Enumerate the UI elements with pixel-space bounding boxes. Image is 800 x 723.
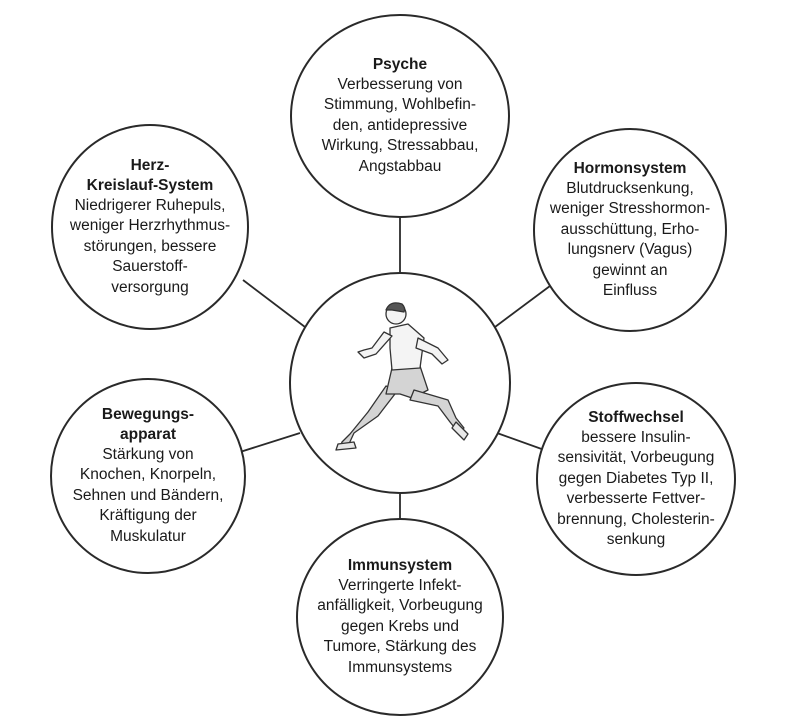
node-title: Herz-	[130, 156, 170, 174]
node-text-line: Einfluss	[602, 282, 658, 299]
node-text-line: weniger Stresshormon-	[549, 200, 711, 217]
node-stoffwechsel: Stoffwechsel bessere Insulin- sensivität…	[536, 382, 736, 576]
node-text-line: Immunsystems	[347, 658, 453, 676]
node-text-line: ausschüttung, Erho-	[560, 220, 700, 238]
node-psyche: Psyche Verbesserung von Stimmung, Wohlbe…	[290, 14, 510, 218]
node-text-line: Verbesserung von	[337, 75, 463, 93]
node-text-line: gegen Krebs und	[340, 617, 460, 635]
node-title: Immunsystem	[347, 556, 453, 574]
node-text-line: Sehnen und Bändern,	[72, 486, 224, 504]
node-text-line: weniger Herzrhythmus-	[69, 217, 231, 235]
node-text-line: gewinnt an	[592, 261, 668, 279]
node-text-line: Angstabbau	[358, 157, 442, 175]
node-text-line: versorgung	[111, 278, 189, 296]
connector-bewegungsapparat	[239, 432, 301, 453]
node-text-line: brennung, Cholesterin-	[557, 510, 715, 528]
node-text-line: anfälligkeit, Vorbeugung	[317, 597, 483, 615]
node-text-line: den, antidepressive	[332, 116, 468, 134]
node-text-line: Wirkung, Stressabbau,	[321, 137, 479, 155]
node-text-line: sensivität, Vorbeugung	[557, 449, 715, 466]
node-text-line: Verringerte Infekt-	[338, 576, 462, 594]
node-title: Kreislauf-System	[86, 176, 214, 194]
center-node	[289, 272, 511, 494]
node-hormonsystem: Hormonsystem Blutdrucksenkung, weniger S…	[533, 128, 727, 332]
node-text-line: senkung	[606, 531, 666, 548]
connector-hormonsystem	[494, 279, 559, 328]
node-text-line: lungsnerv (Vagus)	[567, 241, 693, 258]
node-text-line: Stärkung von	[102, 445, 194, 463]
node-text-line: Kräftigung der	[99, 507, 197, 525]
node-text-line: störungen, bessere	[83, 237, 217, 255]
node-text-line: Niedrigerer Ruhepuls,	[74, 196, 226, 214]
node-text-line: Muskulatur	[110, 527, 186, 545]
node-title: Stoffwechsel	[588, 408, 684, 426]
node-immunsystem: Immunsystem Verringerte Infekt- anfällig…	[296, 518, 504, 716]
node-text-line: gegen Diabetes Typ II,	[558, 469, 714, 487]
node-text-line: Stimmung, Wohlbefin-	[323, 96, 477, 114]
node-text-line: Sauerstoff-	[112, 258, 188, 276]
running-man-icon	[335, 302, 469, 451]
connector-herz-kreislauf	[242, 279, 306, 328]
node-title: Bewegungs-	[101, 405, 195, 423]
node-title: apparat	[120, 425, 176, 443]
node-text-line: Knochen, Knorpeln,	[79, 466, 217, 484]
node-title: Hormonsystem	[573, 159, 687, 177]
node-text-line: verbesserte Fettver-	[566, 490, 706, 507]
node-text-line: Tumore, Stärkung des	[323, 638, 477, 656]
node-text-line: Blutdrucksenkung,	[566, 179, 694, 197]
node-bewegungsapparat: Bewegungs- apparat Stärkung von Knochen,…	[50, 378, 246, 574]
node-text-line: bessere Insulin-	[581, 428, 691, 446]
node-title: Psyche	[372, 55, 428, 73]
node-herz-kreislauf: Herz- Kreislauf-System Niedrigerer Ruhep…	[51, 124, 249, 330]
